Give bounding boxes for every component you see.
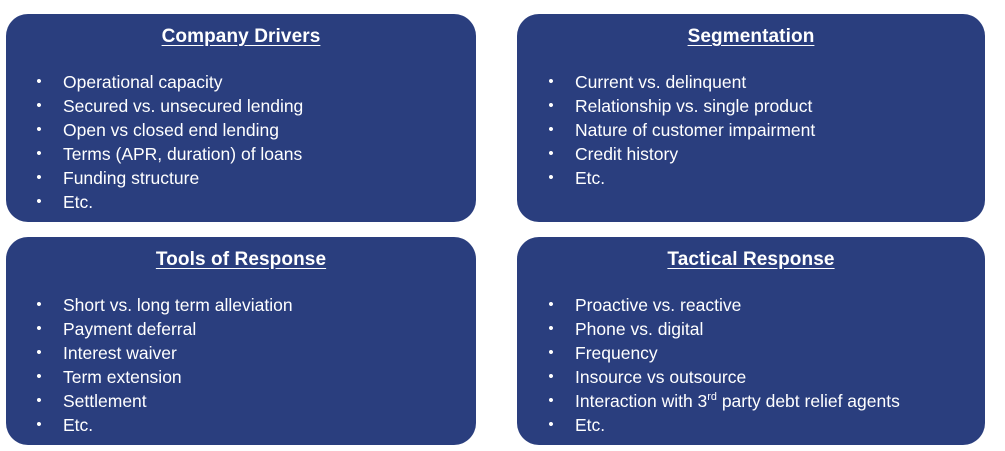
list-item-label: Etc.: [63, 415, 94, 435]
bullet-list-company-drivers: • Operational capacity • Secured vs. unsecu…: [28, 70, 466, 214]
list-item: • Terms (APR, duration) of loans: [28, 142, 466, 166]
bullet-dot-icon: •: [36, 416, 42, 433]
bullet-dot-icon: •: [548, 344, 554, 361]
bullet-dot-icon: •: [548, 121, 554, 138]
list-item-label: Credit history: [575, 144, 679, 164]
list-item-label: Short vs. long term alleviation: [63, 295, 293, 315]
list-item-label: Etc.: [63, 192, 94, 212]
panel-title-company-drivers: Company Drivers: [161, 26, 321, 47]
list-item: • Etc.: [28, 190, 466, 214]
panel-segmentation: Segmentation • Current vs. delinquent • Rel…: [517, 14, 985, 222]
list-item-label: Nature of customer impairment: [575, 120, 816, 140]
list-item: • Payment deferral: [28, 317, 466, 341]
list-item-label: Insource vs outsource: [575, 367, 747, 387]
bullet-dot-icon: •: [36, 121, 42, 138]
list-item: • Frequency: [540, 341, 975, 365]
bullet-dot-icon: •: [36, 368, 42, 385]
bullet-dot-icon: •: [548, 296, 554, 313]
bullet-dot-icon: •: [36, 73, 42, 90]
list-item-label: Interest waiver: [63, 343, 177, 363]
bullet-dot-icon: •: [36, 296, 42, 313]
list-item-label: Terms (APR, duration) of loans: [63, 144, 303, 164]
list-item: • Nature of customer impairment: [540, 118, 975, 142]
bullet-dot-icon: •: [36, 344, 42, 361]
list-item: • Current vs. delinquent: [540, 70, 975, 94]
list-item-label: Open vs closed end lending: [63, 120, 279, 140]
list-item: • Interaction with 3rd party debt relief …: [540, 389, 975, 413]
list-item-label: Relationship vs. single product: [575, 96, 813, 116]
list-item-label: Secured vs. unsecured lending: [63, 96, 304, 116]
list-item: • Term extension: [28, 365, 466, 389]
panel-title-tools-of-response: Tools of Response: [155, 249, 327, 270]
panel-company-drivers: Company Drivers • Operational capacity • Se…: [6, 14, 476, 222]
list-item-label: Operational capacity: [63, 72, 223, 92]
list-item-label: Current vs. delinquent: [575, 72, 747, 92]
list-item: • Operational capacity: [28, 70, 466, 94]
list-item-label: Settlement: [63, 391, 147, 411]
bullet-dot-icon: •: [548, 368, 554, 385]
list-item-label: Term extension: [63, 367, 182, 387]
list-item-label: Funding structure: [63, 168, 200, 188]
bullet-dot-icon: •: [548, 97, 554, 114]
list-item-label: Proactive vs. reactive: [575, 295, 742, 315]
bullet-dot-icon: •: [548, 73, 554, 90]
bullet-dot-icon: •: [548, 392, 554, 409]
panel-tools-of-response: Tools of Response • Short vs. long term a…: [6, 237, 476, 445]
bullet-dot-icon: •: [548, 169, 554, 186]
bullet-dot-icon: •: [548, 416, 554, 433]
list-item: • Etc.: [28, 413, 466, 437]
bullet-dot-icon: •: [548, 145, 554, 162]
bullet-list-tools-of-response: • Short vs. long term alleviation • Payment…: [28, 293, 466, 437]
bullet-list-segmentation: • Current vs. delinquent • Relationship vs.…: [540, 70, 975, 190]
panel-title-segmentation: Segmentation: [687, 26, 815, 47]
bullet-list-tactical-response: • Proactive vs. reactive • Phone vs. digita…: [540, 293, 975, 437]
list-item: • Funding structure: [28, 166, 466, 190]
list-item: • Etc.: [540, 166, 975, 190]
list-item: • Relationship vs. single product: [540, 94, 975, 118]
bullet-dot-icon: •: [36, 392, 42, 409]
list-item: • Proactive vs. reactive: [540, 293, 975, 317]
panel-title-tactical-response: Tactical Response: [667, 249, 835, 270]
list-item-label: Etc.: [575, 168, 606, 188]
list-item: • Interest waiver: [28, 341, 466, 365]
list-item-label: Phone vs. digital: [575, 319, 704, 339]
bullet-dot-icon: •: [548, 320, 554, 337]
list-item-label: Interaction with 3rd party debt relief a…: [575, 391, 900, 411]
list-item-label: Payment deferral: [63, 319, 197, 339]
list-item-label: Etc.: [575, 415, 606, 435]
list-item: • Settlement: [28, 389, 466, 413]
list-item: • Credit history: [540, 142, 975, 166]
bullet-dot-icon: •: [36, 97, 42, 114]
panel-tactical-response: Tactical Response • Proactive vs. reactiv…: [517, 237, 985, 445]
bullet-dot-icon: •: [36, 169, 42, 186]
list-item: • Open vs closed end lending: [28, 118, 466, 142]
list-item: • Phone vs. digital: [540, 317, 975, 341]
list-item: • Etc.: [540, 413, 975, 437]
list-item: • Insource vs outsource: [540, 365, 975, 389]
bullet-dot-icon: •: [36, 193, 42, 210]
bullet-dot-icon: •: [36, 145, 42, 162]
bullet-dot-icon: •: [36, 320, 42, 337]
list-item: • Short vs. long term alleviation: [28, 293, 466, 317]
list-item: • Secured vs. unsecured lending: [28, 94, 466, 118]
list-item-label: Frequency: [575, 343, 658, 363]
